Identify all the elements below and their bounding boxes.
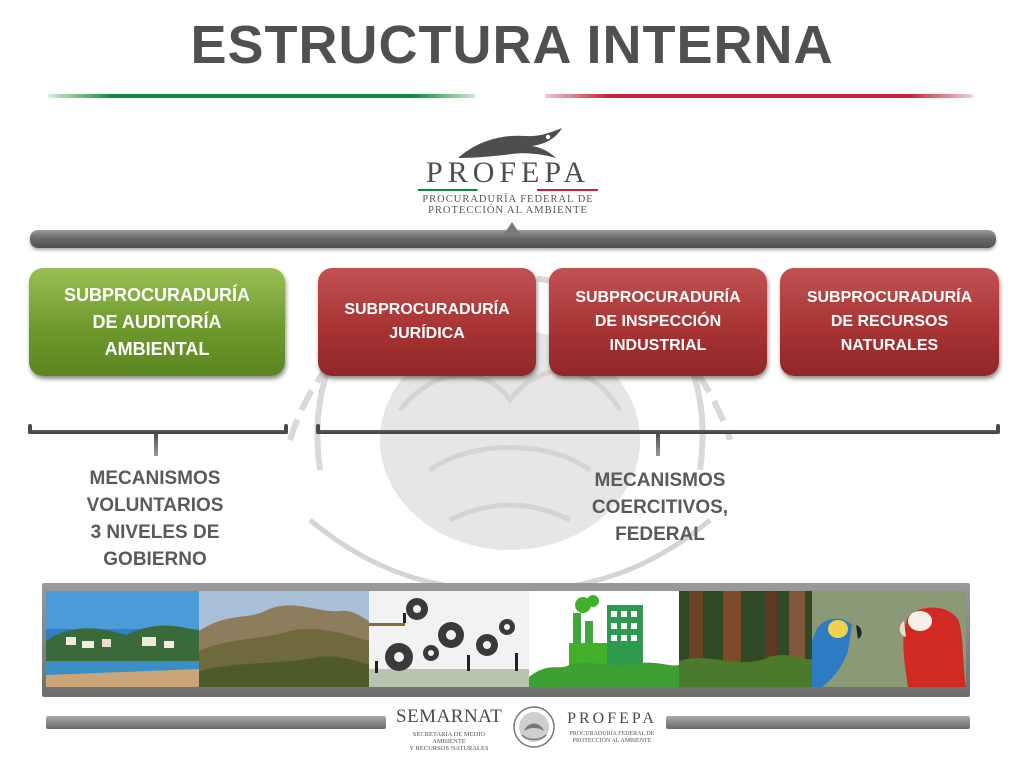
profepa-footer-subtitle-line1: PROCURADURÍA FEDERAL DE — [569, 731, 655, 737]
gears-people-photo — [369, 591, 529, 687]
coercive-group-brace — [316, 424, 1000, 460]
box-label: SUBPROCURADURÍA DE AUDITORÍA AMBIENTAL — [63, 284, 250, 359]
semarnat-logo: SEMARNAT SECRETARÍA DE MEDIO AMBIENTE Y … — [396, 704, 502, 754]
semarnat-subtitle-line2: Y RECURSOS NATURALES — [409, 745, 489, 752]
voluntary-mechanisms-caption: MECANISMOS VOLUNTARIOS 3 NIVELES DE GOBI… — [86, 468, 224, 570]
profepa-footer-subtitle: PROCURADURÍA FEDERAL DE PROTECCIÓN AL AM… — [566, 731, 658, 745]
voluntary-group-brace — [28, 424, 288, 460]
profepa-subtitle-line1: PROCURADURÍA FEDERAL DE — [422, 194, 594, 205]
forest-photo — [679, 591, 812, 687]
box-label: SUBPROCURADURÍA DE RECURSOS NATURALES — [806, 289, 973, 354]
profepa-footer-logo: PROFEPA PROCURADURÍA FEDERAL DE PROTECCI… — [566, 708, 658, 748]
profepa-subtitle-line2: PROTECCIÓN AL AMBIENTE — [428, 205, 588, 216]
national-seal-icon — [513, 706, 555, 748]
box-auditoria-ambiental: SUBPROCURADURÍA DE AUDITORÍA AMBIENTAL — [29, 268, 285, 376]
box-recursos-naturales: SUBPROCURADURÍA DE RECURSOS NATURALES — [780, 268, 999, 376]
footer-bar-right — [666, 716, 970, 729]
footer-bar-left — [46, 716, 386, 729]
connector-notch-icon — [504, 222, 520, 234]
box-label: SUBPROCURADURÍA JURÍDICA — [344, 301, 510, 342]
macaws-photo — [812, 591, 966, 687]
green-accent-stripe — [48, 94, 476, 98]
profepa-footer-subtitle-line2: PROTECCIÓN AL AMBIENTE — [572, 738, 652, 744]
semarnat-subtitle: SECRETARÍA DE MEDIO AMBIENTE Y RECURSOS … — [396, 731, 502, 752]
slide-title: ESTRUCTURA INTERNA — [190, 15, 834, 75]
green-factory-icon-photo — [529, 591, 679, 687]
profepa-footer-wordmark: PROFEPA — [567, 710, 657, 727]
photo-strip — [42, 583, 970, 697]
semarnat-subtitle-line1: SECRETARÍA DE MEDIO AMBIENTE — [412, 731, 486, 745]
box-juridica: SUBPROCURADURÍA JURÍDICA — [318, 268, 536, 376]
coercive-mechanisms-caption: MECANISMOS COERCITIVOS, FEDERAL — [591, 470, 729, 545]
profepa-subtitle: PROCURADURÍA FEDERAL DE PROTECCIÓN AL AM… — [408, 194, 608, 216]
box-inspeccion-industrial: SUBPROCURADURÍA DE INSPECCIÓN INDUSTRIAL — [549, 268, 767, 376]
coastal-town-photo — [46, 591, 199, 687]
profepa-wordmark: PROFEPA — [426, 156, 590, 189]
tricolor-line — [418, 189, 598, 191]
red-accent-stripe — [545, 94, 973, 98]
mountains-photo — [199, 591, 369, 687]
semarnat-wordmark: SEMARNAT — [396, 706, 503, 727]
profepa-logo: PROFEPA PROCURADURÍA FEDERAL DE PROTECCI… — [408, 126, 608, 222]
eagle-icon — [458, 128, 562, 158]
box-label: SUBPROCURADURÍA DE INSPECCIÓN INDUSTRIAL — [575, 289, 741, 354]
org-connector-bar — [30, 230, 996, 248]
